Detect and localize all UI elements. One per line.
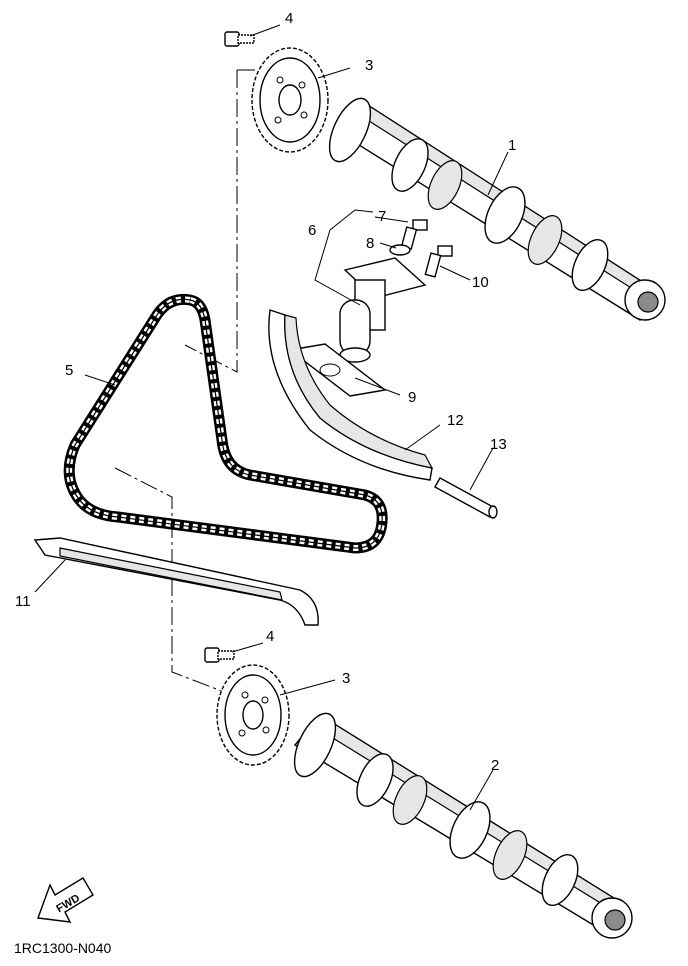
callout-8: 8 [366,235,374,252]
callout-4-lower: 4 [266,628,274,645]
tensioner-gasket [288,343,387,397]
callout-1: 1 [508,137,516,154]
callout-12: 12 [447,412,464,429]
callout-11: 11 [15,593,31,610]
callouts: 1 2 3 3 4 4 5 6 7 8 9 10 11 12 13 [15,10,516,774]
callout-6: 6 [308,222,316,239]
upper-sprocket-bolt [224,31,255,47]
callout-4-upper: 4 [285,10,293,27]
callout-7: 7 [378,208,386,225]
chain-guide-front [33,537,319,626]
guide-pin [434,477,498,519]
chain-guide-rear [268,309,434,481]
tensioner-bolt-upper [400,219,428,250]
chain-tensioner [339,257,427,363]
callout-13: 13 [490,436,507,453]
upper-camshaft [328,97,666,322]
leader-lines [34,24,509,811]
fwd-arrow: FWD [37,877,94,923]
diagram-code: 1RC1300-N040 [14,940,111,956]
lower-sprocket [216,664,290,766]
tensioner-washer [389,244,411,256]
alignment-lines [114,69,270,701]
upper-sprocket [251,47,329,153]
callout-9: 9 [408,389,416,406]
timing-chain [63,293,388,554]
callout-2: 2 [491,757,499,774]
callout-5: 5 [65,362,73,379]
lower-sprocket-bolt [204,647,235,663]
callout-3-lower: 3 [342,670,350,687]
lower-camshaft [293,712,633,939]
callout-3-upper: 3 [365,57,373,74]
callout-10: 10 [472,274,489,291]
tensioner-bolt-lower [424,245,453,278]
